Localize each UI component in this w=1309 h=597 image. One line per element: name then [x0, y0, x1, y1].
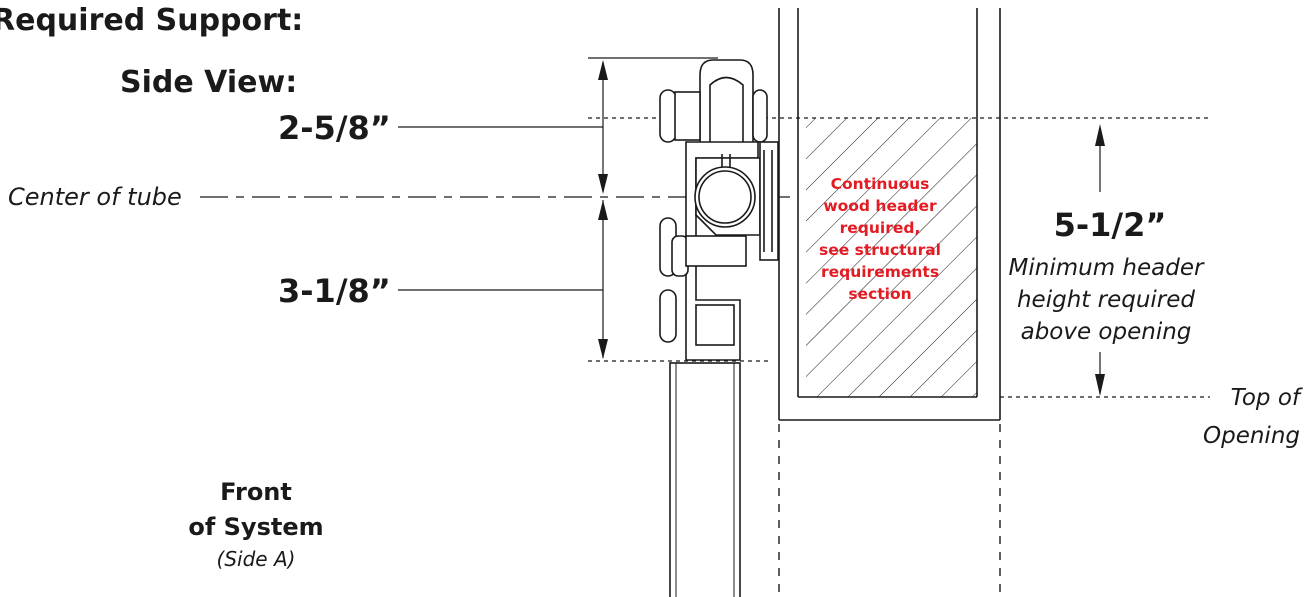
arrowhead-lower-top: [598, 200, 608, 220]
front-label-line-1: Front: [220, 478, 292, 506]
hardware-assembly: [659, 59, 779, 361]
wood-header-hatch: [806, 118, 977, 397]
header-note-line-3: above opening: [1021, 319, 1192, 345]
top-of-opening-line-2: Opening: [1203, 423, 1300, 449]
callout-line-1: Continuous: [831, 175, 930, 193]
roller-upper-right: [752, 89, 768, 143]
header-note-line-1: Minimum header: [1009, 255, 1205, 281]
roller-upper-left-hub: [674, 91, 701, 141]
header-note-line-2: height required: [1017, 287, 1195, 313]
callout-line-3: required,: [840, 219, 921, 237]
lower-block: [695, 304, 735, 346]
header-callout: Continuous wood header required, see str…: [819, 175, 941, 303]
tube-inner: [698, 170, 752, 224]
callout-line-2: wood header: [823, 197, 937, 215]
roller-upper-left: [659, 89, 677, 143]
wall-bracket: [759, 141, 779, 261]
wheel-groove: [709, 76, 744, 150]
dimension-top-label: 2-5/8”: [278, 109, 391, 147]
panel: [669, 362, 741, 597]
header-height-label: 5-1/2”: [1054, 206, 1167, 244]
callout-line-5: requirements: [821, 263, 939, 281]
arrowhead-upper-bottom: [598, 174, 608, 194]
top-of-opening-line-1: Top of: [1231, 385, 1303, 411]
callout-line-4: see structural: [819, 241, 941, 259]
arrowhead-upper-top: [598, 60, 608, 80]
view-title: Side View:: [120, 65, 297, 100]
side-label: (Side A): [217, 547, 296, 571]
center-of-tube-label: Center of tube: [8, 183, 182, 211]
dimension-bottom-label: 3-1/8”: [278, 272, 391, 310]
roller-lower-left: [659, 289, 677, 343]
diagram-title: Required Support:: [0, 3, 303, 38]
front-label-line-2: of System: [188, 513, 323, 541]
callout-line-6: section: [848, 285, 911, 303]
arrowhead-lower-bottom: [598, 339, 608, 359]
roller-mid-block: [685, 235, 747, 267]
header-arrowhead-bottom: [1095, 374, 1105, 396]
header-arrowhead-top: [1095, 124, 1105, 146]
wheel-housing: [699, 59, 754, 151]
